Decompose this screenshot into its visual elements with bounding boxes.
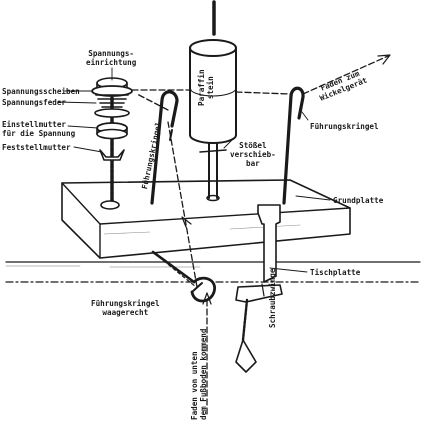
thread-path xyxy=(131,54,391,415)
paraffin-block xyxy=(189,39,237,202)
guide-loop-left xyxy=(150,90,179,205)
base-screw xyxy=(100,200,120,210)
wing-nut xyxy=(99,149,125,161)
label-einstellmutter: Einstellmutter für die Spannung xyxy=(2,120,76,138)
label-fuehrungskringel-waagerecht: Führungskringel waagerecht xyxy=(91,299,160,317)
label-spannungseinrichtung: Spannungs- einrichtung xyxy=(86,49,137,67)
guide-loop-right xyxy=(282,86,305,205)
label-grundplatte: Grundplatte xyxy=(333,196,384,205)
label-stoessel: Stößel verschieb- bar xyxy=(230,141,276,168)
label-feststellmutter: Feststellmutter xyxy=(2,143,71,152)
label-spannungsfeder: Spannungsfeder xyxy=(2,98,67,107)
base-plate xyxy=(61,179,351,259)
leader-lines xyxy=(57,67,331,273)
label-tischplatte: Tischplatte xyxy=(310,268,361,277)
label-schraubzwinge: Schraubzwinge xyxy=(268,268,277,328)
label-spannungsscheiben: Spannungsscheiben xyxy=(2,87,80,96)
label-paraffin: Paraffin stein xyxy=(197,69,215,106)
label-fuehrungskringel-right: Führungskringel xyxy=(310,122,379,131)
plunger xyxy=(208,142,218,199)
screw-clamp xyxy=(235,204,283,373)
tension-spring-disc xyxy=(94,108,130,118)
label-faden-von-unten: Faden von unten dem Fußboden kommend xyxy=(190,328,208,420)
